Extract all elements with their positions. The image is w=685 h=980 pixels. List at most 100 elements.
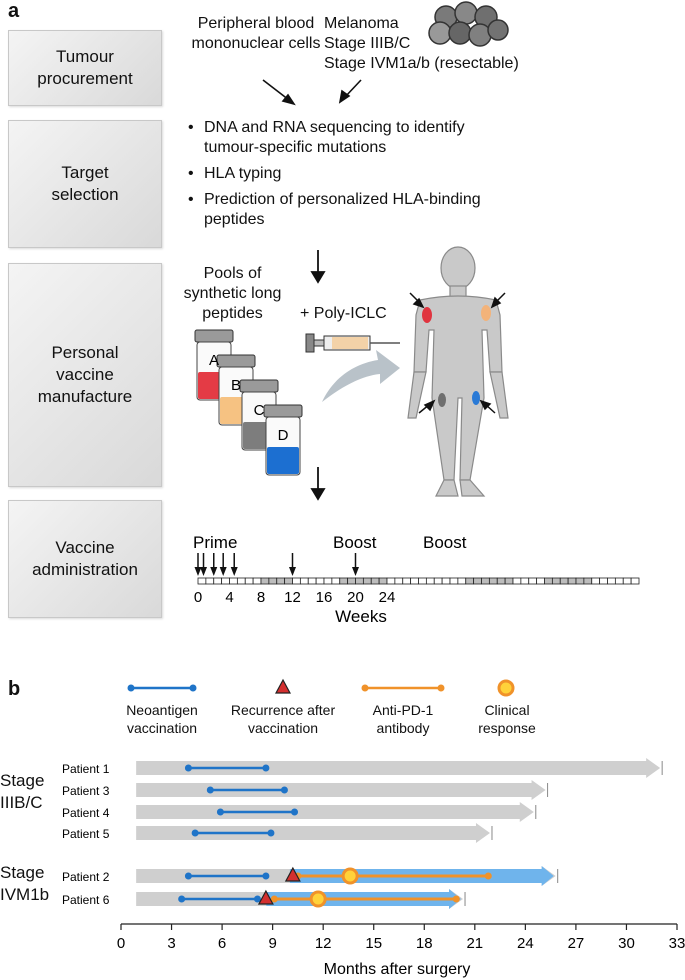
patient-label: Patient 5 <box>62 827 110 841</box>
week-segment <box>331 577 341 585</box>
week-segment <box>252 577 262 585</box>
week-segment <box>441 577 451 585</box>
human-figure-icon <box>407 246 509 497</box>
prime-label: Prime <box>193 533 237 552</box>
clinical-response-marker <box>341 867 359 885</box>
injection-pointer-arrows <box>409 292 506 414</box>
step-target-selection: Target selection <box>8 120 162 248</box>
vial-label: A <box>209 352 219 369</box>
week-segment <box>496 577 506 585</box>
week-segment <box>299 577 309 585</box>
boost-arrow-icon <box>289 567 296 576</box>
followup-arrow <box>136 823 490 843</box>
step-vaccine-manufacture: Personal vaccine manufacture <box>8 263 162 487</box>
vaccination-end-dot <box>253 895 261 903</box>
step-label: Personal vaccine manufacture <box>37 343 133 406</box>
source-arrows <box>262 79 362 106</box>
patient-label: Patient 6 <box>62 893 110 907</box>
bullet-item: DNA and RNA sequencing to identify tumou… <box>188 118 504 158</box>
week-segment <box>378 577 388 585</box>
tumour-cells-icon <box>428 1 509 47</box>
week-segment <box>520 577 530 585</box>
panel-b-letter: b <box>8 678 21 700</box>
week-segment <box>355 577 364 585</box>
week-tick-label: 8 <box>257 589 265 606</box>
week-segment <box>292 577 301 585</box>
week-segment <box>583 577 593 585</box>
legend-recurrence-icon <box>274 678 292 694</box>
week-segment <box>607 577 616 585</box>
injection-site-blue <box>472 391 480 405</box>
x-tick-label: 33 <box>669 935 685 952</box>
prime-arrow-icon <box>219 567 227 576</box>
vial-label: C <box>254 402 265 419</box>
week-segment <box>488 577 498 585</box>
step-vaccine-administration: Vaccine administration <box>8 500 162 618</box>
recurrence-marker <box>284 866 301 882</box>
syringe-icon <box>305 333 400 353</box>
step-label: Vaccine administration <box>32 538 138 579</box>
legend-antibody-label: Anti-PD-1 antibody <box>372 702 434 736</box>
week-segment <box>481 577 490 585</box>
injection-arrow-icon <box>322 350 400 402</box>
antibody-end-dot <box>452 895 460 903</box>
week-segment <box>386 577 396 585</box>
x-tick-label: 24 <box>517 935 534 952</box>
week-segment <box>323 577 333 585</box>
week-segment <box>512 577 522 585</box>
step-label: Tumour procurement <box>37 47 133 88</box>
week-segment <box>614 577 624 585</box>
legend-vaccination-label: Neoantigen vaccination <box>126 702 198 736</box>
vaccination-start-dot <box>216 808 224 816</box>
week-segment <box>370 577 380 585</box>
x-tick-label: 15 <box>365 935 382 952</box>
step-tumour-procurement: Tumour procurement <box>8 30 162 106</box>
week-segment <box>236 577 246 585</box>
down-arrow-icon <box>310 467 326 501</box>
week-segment <box>197 577 207 585</box>
x-tick-label: 12 <box>315 935 332 952</box>
week-segment <box>347 577 356 585</box>
prime-arrow-icon <box>210 567 218 576</box>
x-tick-label: 18 <box>416 935 433 952</box>
week-segment <box>465 577 475 585</box>
week-segment <box>394 577 404 585</box>
week-segment <box>276 577 286 585</box>
week-segment <box>559 577 569 585</box>
week-segment <box>205 577 215 585</box>
x-tick-label: 0 <box>117 935 125 952</box>
week-segment <box>528 577 538 585</box>
week-tick-label: 24 <box>379 589 396 606</box>
x-tick-label: 9 <box>268 935 276 952</box>
week-segment <box>221 577 230 585</box>
legend-antibody-icon <box>361 684 445 692</box>
vaccination-start-dot <box>184 872 192 880</box>
x-tick-label: 6 <box>218 935 226 952</box>
injection-site-orange <box>481 305 491 321</box>
patient-label: Patient 1 <box>62 762 110 776</box>
week-segment <box>473 577 482 585</box>
patient-label: Patient 4 <box>62 806 110 820</box>
legend-response-label: Clinical response <box>478 702 536 736</box>
week-segment <box>567 577 577 585</box>
vial-label: D <box>278 427 289 444</box>
week-segment <box>591 577 601 585</box>
week-segment <box>457 577 467 585</box>
week-segment <box>229 577 238 585</box>
vaccination-end-dot <box>291 808 299 816</box>
adjuvant-label: + Poly-ICLC <box>300 305 387 322</box>
bullet-item: Prediction of personalized HLA-binding p… <box>188 190 484 230</box>
months-axis-label: Months after surgery <box>324 961 471 978</box>
week-segment <box>410 577 419 585</box>
week-tick-label: 4 <box>225 589 233 606</box>
week-segment <box>599 577 608 585</box>
group-label-stage-iii: Stage IIIB/C <box>0 771 45 812</box>
target-selection-bullets: DNA and RNA sequencing to identify tumou… <box>188 118 518 236</box>
week-segment <box>418 577 427 585</box>
prime-arrow-icon <box>194 567 202 576</box>
week-segment <box>504 577 514 585</box>
down-arrow-icon <box>310 250 326 284</box>
vaccination-end-dot <box>280 786 288 794</box>
x-tick-label: 27 <box>568 935 585 952</box>
